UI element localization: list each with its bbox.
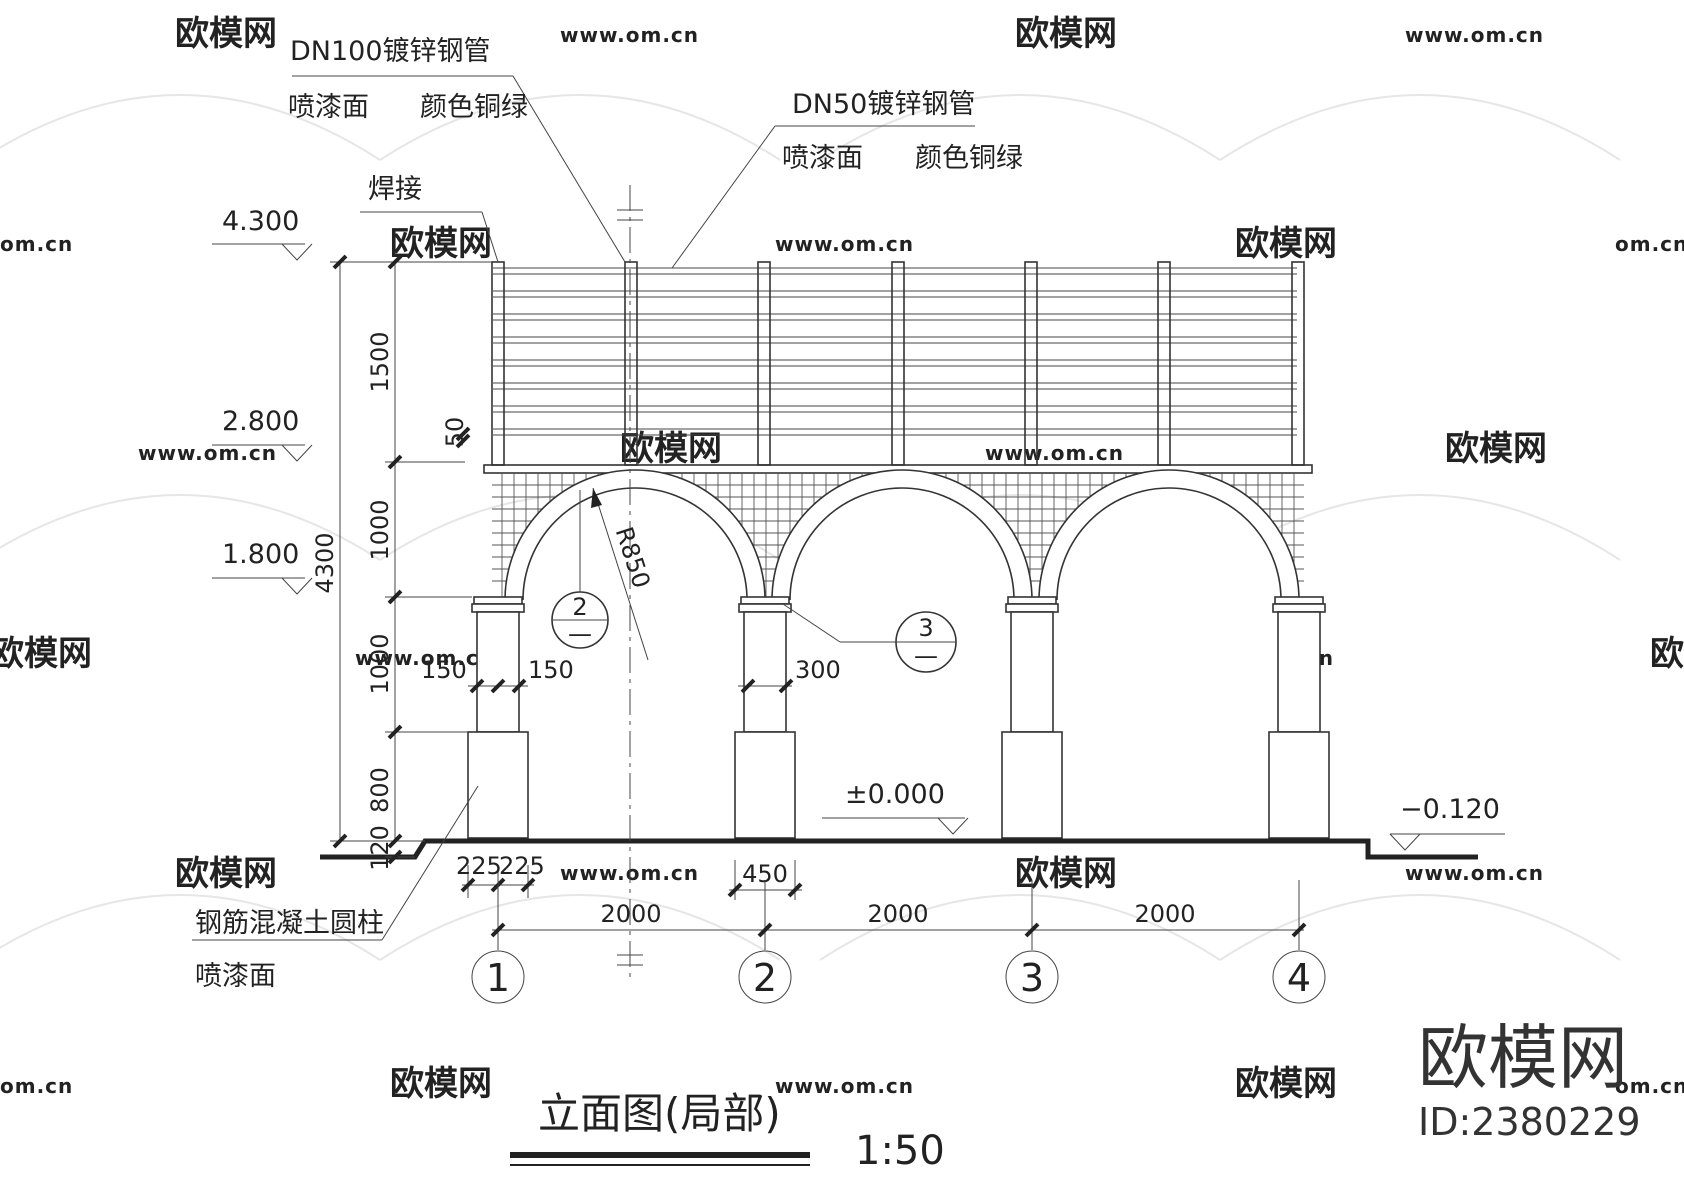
level-markers: 4.300 2.800 1.800 ±0.000 −0.120 [212,206,1505,851]
watermark-url: www.om.cn [355,646,494,670]
label-weld: 焊接 [368,174,422,205]
dim-225-right: 225 [499,852,545,880]
dim-1000-lower: 1000 [366,633,394,694]
watermark-brand: 欧模网 [1015,14,1117,54]
watermark-url: www.om.cn [560,861,699,885]
dim-800: 800 [366,767,394,813]
dim-150-right: 150 [528,656,574,684]
dim-120: 120 [366,825,394,871]
watermark-brand: 欧模网 [1235,1064,1337,1104]
level-1800: 1.800 [222,539,299,570]
watermark-url: www.om.cn [1405,23,1544,47]
slat-lines [493,267,1297,436]
vertical-dimensions: 1500 50 1000 1000 800 120 4300 [311,254,492,871]
label-dn100-paint: 喷漆面 [288,92,369,123]
dim-300: 300 [795,656,841,684]
level-4300: 4.300 [222,206,299,237]
label-dn100-color: 颜色铜绿 [420,92,528,123]
title-block: 立面图(局部) 1:50 [510,1089,945,1174]
watermark-brand: 欧模网 [175,14,277,54]
dim-bay-1: 2000 [600,900,661,928]
watermark-url-partial: om.cn [0,1074,73,1098]
callout-3-sheet: — [914,642,938,670]
dim-1000-upper: 1000 [366,499,394,560]
watermark-brand: 欧模网 [1445,429,1547,469]
label-dn50-color: 颜色铜绿 [915,143,1023,174]
brand-id: ID:2380229 [1418,1100,1641,1144]
annotations: DN100镀锌钢管 喷漆面 颜色铜绿 DN50镀锌钢管 喷漆面 颜色铜绿 焊接 … [192,36,1023,992]
watermark-url: www.om.cn [985,441,1124,465]
pergola-structure [320,185,1478,980]
axis-bubble-1: 1 [486,956,510,1000]
drawing-scale: 1:50 [855,1128,945,1174]
dim-1500: 1500 [366,331,394,392]
level-2800: 2.800 [222,406,299,437]
drawing-title: 立面图(局部) [538,1089,781,1138]
column-dimensions: 150 150 300 225 225 450 [421,656,841,900]
watermark-brand: 欧模网 [1650,634,1684,674]
dim-50: 50 [441,417,469,448]
dim-4300: 4300 [311,532,339,593]
label-dn50-pipe: DN50镀锌钢管 [792,89,975,120]
callout-3-number: 3 [918,614,933,642]
watermark-url-partial: om.cn [1615,1074,1684,1098]
grid-bubbles: 1 2 3 4 [471,950,1326,1004]
watermark-brand: 欧模网 [0,634,92,674]
watermark-brand: 欧模网 [1015,854,1117,894]
axis-bubble-3: 3 [1020,956,1044,1000]
axis-bubble-2: 2 [753,956,777,1000]
dim-150-left: 150 [421,656,467,684]
watermark-url: www.om.cn [1405,861,1544,885]
label-column-paint: 喷漆面 [195,961,276,992]
watermark-brand: 欧模网 [390,1064,492,1104]
watermark-brand: 欧模网 [175,854,277,894]
watermark-url-partial: om.cn [0,232,73,256]
brand-mark: 欧模网 ID:2380229 [1418,1017,1641,1144]
vertical-posts [491,261,1305,466]
brand-logo: 欧模网 [1418,1017,1628,1099]
watermark-url: www.om.cn [775,232,914,256]
watermark-url-partial: om.cn [1615,232,1684,256]
axis-bubble-4: 4 [1287,956,1311,1000]
label-dn50-paint: 喷漆面 [782,143,863,174]
detail-callout-2: 2 — [551,490,609,649]
label-column-material: 钢筋混凝土圆柱 [195,908,384,939]
axis-dimensions: 2000 2000 2000 [490,880,1307,950]
watermark-brand: 欧模网 [390,224,492,264]
columns [467,596,1330,839]
level-ground: ±0.000 [845,779,945,810]
watermark-brand: 欧模网 [1235,224,1337,264]
arches [504,469,1300,840]
dim-225-left: 225 [456,852,502,880]
watermark-layer: 欧模网 欧模网 欧模网 欧模网 欧模网 欧模网 欧模网 欧模网 欧模网 欧模网 … [0,14,1684,1104]
dim-bay-3: 2000 [1134,900,1195,928]
watermark-url: www.om.cn [775,1074,914,1098]
dim-bay-2: 2000 [867,900,928,928]
watermark-url: www.om.cn [560,23,699,47]
callout-2-sheet: — [568,620,592,648]
detail-callout-3: 3 — [782,603,957,673]
center-break-line [617,185,643,980]
callout-2-number: 2 [572,593,587,621]
label-dn100-pipe: DN100镀锌钢管 [290,36,491,67]
level-outside: −0.120 [1400,794,1500,825]
